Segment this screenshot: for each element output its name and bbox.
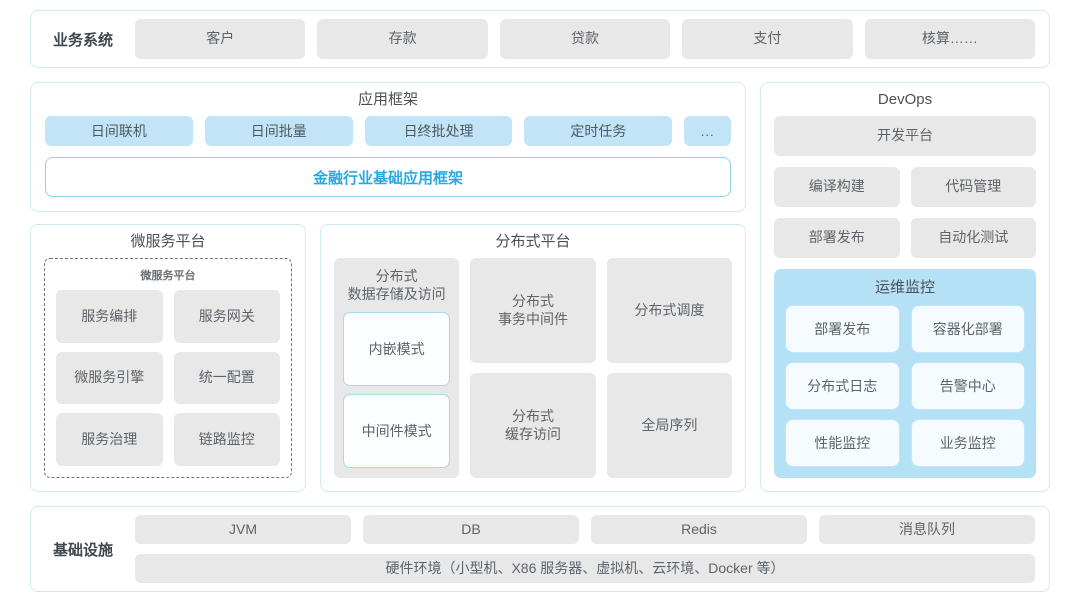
- base-application-framework-box[interactable]: 金融行业基础应用框架: [45, 157, 731, 197]
- microservice-item-governance[interactable]: 服务治理: [56, 413, 163, 466]
- infrastructure-hardware-row: 硬件环境（小型机、X86 服务器、虚拟机、云环境、Docker 等）: [135, 554, 1035, 583]
- microservice-item-orchestration[interactable]: 服务编排: [56, 290, 163, 343]
- distributed-global-sequence[interactable]: 全局序列: [606, 373, 732, 478]
- microservice-platform-title: 微服务平台: [130, 233, 206, 250]
- devops-column: DevOps 开发平台 编译构建 代码管理 部署发布 自动化测试 运维监控 部署…: [760, 82, 1050, 492]
- microservice-inner-title: 微服务平台: [140, 270, 196, 282]
- application-framework-chips: 日间联机 日间批量 日终批处理 定时任务 ...: [45, 116, 731, 146]
- infrastructure-item-message-queue[interactable]: 消息队列: [819, 515, 1035, 544]
- distributed-transaction-middleware-line1: 分布式: [511, 293, 554, 309]
- infrastructure-hardware-environment[interactable]: 硬件环境（小型机、X86 服务器、虚拟机、云环境、Docker 等）: [135, 554, 1035, 583]
- infrastructure-item-jvm[interactable]: JVM: [135, 515, 351, 544]
- appframe-chip-daytime-online[interactable]: 日间联机: [45, 116, 193, 146]
- spacer: [30, 68, 1050, 82]
- distributed-scheduling[interactable]: 分布式调度: [606, 258, 732, 363]
- infrastructure-components: JVM DB Redis 消息队列: [135, 515, 1035, 544]
- devops-development-platform[interactable]: 开发平台: [774, 116, 1036, 156]
- infrastructure-panel: 基础设施 JVM DB Redis 消息队列 硬件环境（小型机、X86 服务器、…: [30, 506, 1050, 592]
- business-item-accounting[interactable]: 核算……: [864, 19, 1036, 59]
- business-systems-label: 业务系统: [52, 31, 113, 49]
- infrastructure-stack: JVM DB Redis 消息队列 硬件环境（小型机、X86 服务器、虚拟机、云…: [135, 515, 1035, 583]
- distributed-platform-panel: 分布式平台 分布式 数据存储及访问 内嵌模式 中间件模式: [320, 224, 746, 492]
- appframe-chip-scheduled-task[interactable]: 定时任务: [524, 116, 673, 146]
- distributed-cache-access-line1: 分布式: [511, 408, 554, 424]
- microservice-platform-panel: 微服务平台 微服务平台 服务编排 服务网关 微服务引擎 统一配置 服务治理 链路…: [30, 224, 306, 492]
- appframe-chip-more[interactable]: ...: [684, 116, 731, 146]
- ops-monitoring-panel: 运维监控 部署发布 容器化部署 分布式日志 告警中心 性能监控 业务监控: [774, 269, 1036, 478]
- appframe-chip-eod-batch[interactable]: 日终批处理: [364, 116, 513, 146]
- business-item-payment[interactable]: 支付: [682, 19, 853, 59]
- distributed-items-grid: 分布式 数据存储及访问 内嵌模式 中间件模式 分布式 事务中间件: [334, 258, 732, 478]
- devops-panel: DevOps 开发平台 编译构建 代码管理 部署发布 自动化测试 运维监控 部署…: [760, 82, 1050, 492]
- business-item-deposit[interactable]: 存款: [317, 19, 488, 59]
- distributed-data-storage-title-line1: 分布式: [375, 268, 418, 284]
- distributed-transaction-middleware-line2: 事务中间件: [497, 310, 568, 327]
- ops-item-distributed-logging[interactable]: 分布式日志: [785, 362, 900, 410]
- devops-title: DevOps: [877, 91, 933, 108]
- distributed-transaction-middleware[interactable]: 分布式 事务中间件: [470, 258, 596, 363]
- devops-tool-compile-build[interactable]: 编译构建: [774, 167, 900, 207]
- distributed-data-storage-group: 分布式 数据存储及访问 内嵌模式 中间件模式: [334, 258, 460, 478]
- application-framework-panel: 应用框架 日间联机 日间批量 日终批处理 定时任务 ... 金融行业基础应用框架: [30, 82, 746, 212]
- business-item-loan[interactable]: 贷款: [499, 19, 671, 59]
- ops-item-performance-monitoring[interactable]: 性能监控: [785, 419, 900, 467]
- business-item-customer[interactable]: 客户: [135, 19, 306, 59]
- microservice-item-engine[interactable]: 微服务引擎: [56, 351, 163, 405]
- devops-tools-grid: 编译构建 代码管理 部署发布 自动化测试: [774, 167, 1036, 258]
- ops-item-business-monitoring[interactable]: 业务监控: [910, 419, 1025, 467]
- distributed-data-storage-title: 分布式 数据存储及访问: [343, 267, 450, 303]
- devops-tool-automated-testing[interactable]: 自动化测试: [910, 218, 1036, 258]
- microservice-item-trace-monitoring[interactable]: 链路监控: [173, 413, 280, 466]
- ops-item-containerized-deploy[interactable]: 容器化部署: [910, 305, 1025, 353]
- appframe-chip-daytime-batch[interactable]: 日间批量: [204, 116, 353, 146]
- microservice-items-grid: 服务编排 服务网关 微服务引擎 统一配置 服务治理 链路监控: [56, 290, 280, 466]
- devops-tool-deploy-release[interactable]: 部署发布: [774, 218, 900, 258]
- infrastructure-item-redis[interactable]: Redis: [591, 515, 807, 544]
- ops-item-alert-center[interactable]: 告警中心: [910, 362, 1025, 410]
- microservice-inner-group: 微服务平台 服务编排 服务网关 微服务引擎 统一配置 服务治理 链路监控: [44, 258, 292, 478]
- ops-monitoring-grid: 部署发布 容器化部署 分布式日志 告警中心 性能监控 业务监控: [785, 305, 1025, 467]
- platform-lower-row: 微服务平台 微服务平台 服务编排 服务网关 微服务引擎 统一配置 服务治理 链路…: [30, 224, 746, 492]
- microservice-item-unified-config[interactable]: 统一配置: [173, 351, 280, 405]
- platform-left-column: 应用框架 日间联机 日间批量 日终批处理 定时任务 ... 金融行业基础应用框架…: [30, 82, 746, 492]
- distributed-data-storage-title-line2: 数据存储及访问: [347, 286, 446, 303]
- distributed-cache-access[interactable]: 分布式 缓存访问: [470, 373, 596, 478]
- application-framework-title: 应用框架: [357, 91, 418, 108]
- distributed-mode-middleware[interactable]: 中间件模式: [343, 394, 451, 468]
- ops-item-deploy-release[interactable]: 部署发布: [785, 305, 900, 353]
- devops-tool-code-management[interactable]: 代码管理: [910, 167, 1036, 207]
- spacer-bottom: [30, 492, 1050, 506]
- distributed-mode-embedded[interactable]: 内嵌模式: [343, 312, 451, 387]
- microservice-item-gateway[interactable]: 服务网关: [173, 290, 280, 343]
- infrastructure-item-db[interactable]: DB: [363, 515, 579, 544]
- distributed-cache-access-line2: 缓存访问: [504, 425, 561, 442]
- business-systems-panel: 业务系统 客户 存款 贷款 支付 核算……: [30, 10, 1050, 68]
- ops-monitoring-title: 运维监控: [874, 279, 935, 296]
- platform-area: 应用框架 日间联机 日间批量 日终批处理 定时任务 ... 金融行业基础应用框架…: [30, 82, 1050, 492]
- business-systems-chips: 客户 存款 贷款 支付 核算……: [135, 19, 1036, 59]
- distributed-platform-title: 分布式平台: [495, 233, 571, 250]
- infrastructure-label: 基础设施: [52, 541, 113, 559]
